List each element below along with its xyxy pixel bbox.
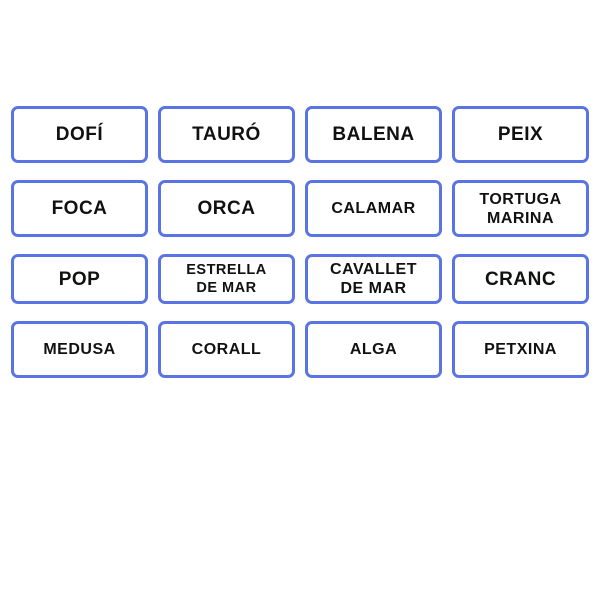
word-card-alga: ALGA xyxy=(305,321,442,378)
word-card-tauro: TAURÓ xyxy=(158,106,295,163)
card-label: PETXINA xyxy=(484,341,557,358)
word-card-estrella-de-mar: ESTRELLA DE MAR xyxy=(158,254,295,304)
word-card-balena: BALENA xyxy=(305,106,442,163)
card-label: PEIX xyxy=(497,124,544,145)
word-card-petxina: PETXINA xyxy=(452,321,589,378)
word-card-dofi: DOFÍ xyxy=(11,106,148,163)
word-card-cavallet-de-mar: CAVALLET DE MAR xyxy=(305,254,442,304)
word-card-tortuga-marina: TORTUGA MARINA xyxy=(452,180,589,237)
card-label: FOCA xyxy=(51,198,108,219)
card-label: BALENA xyxy=(332,124,415,145)
word-card-corall: CORALL xyxy=(158,321,295,378)
word-card-foca: FOCA xyxy=(11,180,148,237)
word-card-cranc: CRANC xyxy=(452,254,589,304)
card-label: CALAMAR xyxy=(331,200,416,217)
word-card-medusa: MEDUSA xyxy=(11,321,148,378)
word-card-peix: PEIX xyxy=(452,106,589,163)
card-label: ORCA xyxy=(197,198,256,219)
card-label: CAVALLET DE MAR xyxy=(330,261,417,297)
card-label: CRANC xyxy=(484,268,557,290)
card-label: DOFÍ xyxy=(55,124,104,145)
card-label: ESTRELLA DE MAR xyxy=(186,262,267,296)
word-card-calamar: CALAMAR xyxy=(305,180,442,237)
card-label: MEDUSA xyxy=(43,341,116,358)
word-card-grid: DOFÍ TAURÓ BALENA PEIX FOCA ORCA CALAMAR… xyxy=(11,106,589,378)
card-label: CORALL xyxy=(191,341,262,358)
card-label: ALGA xyxy=(349,341,398,358)
word-card-orca: ORCA xyxy=(158,180,295,237)
card-label: POP xyxy=(58,268,101,290)
card-label: TAURÓ xyxy=(192,124,261,145)
card-label: TORTUGA MARINA xyxy=(479,190,562,227)
word-card-pop: POP xyxy=(11,254,148,304)
